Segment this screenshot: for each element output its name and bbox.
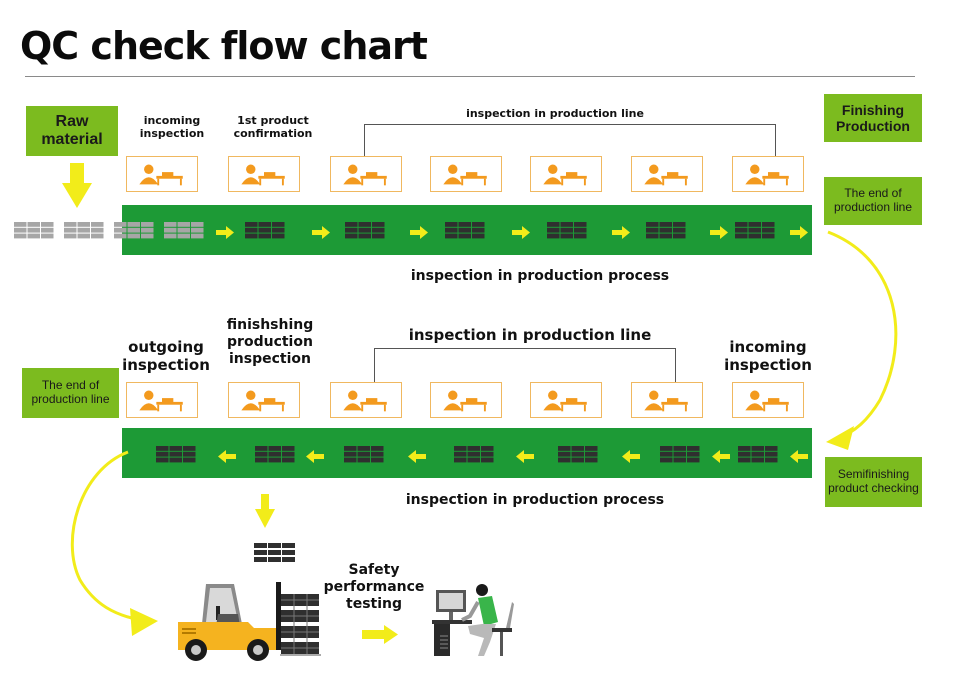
safety-performance-testing-label: Safety performance testing xyxy=(323,562,425,612)
inspection-station xyxy=(228,156,300,192)
top-inspection-in-production-line-label: inspection in production line xyxy=(466,107,644,120)
bottom-production-line-bracket xyxy=(374,348,676,383)
transfer-curve-left-head xyxy=(130,608,158,636)
finishing-production-box: Finishing Production xyxy=(824,94,922,142)
product-stack xyxy=(345,222,385,243)
flow-arrow-left xyxy=(408,448,426,467)
inspector-icon xyxy=(343,390,387,412)
inspection-station xyxy=(530,156,602,192)
inspection-station xyxy=(330,382,402,418)
title-divider xyxy=(25,76,915,77)
inspector-icon xyxy=(139,390,183,412)
flow-arrow-left xyxy=(218,448,236,467)
flow-arrow-left xyxy=(622,448,640,467)
inspection-station xyxy=(631,156,703,192)
raw-material-stack xyxy=(64,222,104,243)
raw-material-box: Raw material xyxy=(26,106,118,156)
raw-material-stack xyxy=(114,222,154,243)
bottom-end-of-production-line-box: The end of production line xyxy=(22,368,119,418)
flow-arrow-right xyxy=(410,224,428,243)
inspection-station xyxy=(732,382,804,418)
product-stack xyxy=(735,222,775,243)
flow-arrow-left xyxy=(712,448,730,467)
inspector-icon xyxy=(543,390,587,412)
inspector-icon xyxy=(443,164,487,186)
inspector-icon xyxy=(343,164,387,186)
inspector-icon xyxy=(644,390,688,412)
product-stack xyxy=(156,446,196,467)
flow-arrow-left xyxy=(516,448,534,467)
bottom-process-label: inspection in production process xyxy=(405,492,665,508)
inspection-station xyxy=(330,156,402,192)
output-product-stack xyxy=(254,543,296,563)
product-stack xyxy=(558,446,598,467)
first-product-confirmation-label: 1st product confirmation xyxy=(233,114,313,141)
inspection-station xyxy=(126,382,198,418)
flow-arrow-right xyxy=(710,224,728,243)
page-title: QC check flow chart xyxy=(20,24,428,68)
inspector-icon xyxy=(241,390,285,412)
raw-material-down-arrow xyxy=(62,163,92,208)
product-stack xyxy=(454,446,494,467)
inspection-station xyxy=(732,156,804,192)
tester-at-computer-icon xyxy=(432,582,517,662)
inspection-station xyxy=(530,382,602,418)
flow-arrow-right xyxy=(512,224,530,243)
safety-testing-arrow xyxy=(362,625,398,644)
inspector-icon xyxy=(443,390,487,412)
inspection-station xyxy=(126,156,198,192)
inspector-icon xyxy=(745,390,789,412)
flow-arrow-right xyxy=(216,224,234,243)
incoming-inspection-label: incoming inspection xyxy=(139,114,205,141)
outgoing-inspection-label: outgoing inspection xyxy=(122,338,210,374)
top-process-label: inspection in production process xyxy=(410,268,670,284)
flow-arrow-left xyxy=(306,448,324,467)
product-stack xyxy=(445,222,485,243)
product-stack xyxy=(660,446,700,467)
semifinishing-product-checking-box: Semifinishing product checking xyxy=(825,457,922,507)
inspection-station xyxy=(430,156,502,192)
product-stack xyxy=(738,446,778,467)
top-production-line-bracket xyxy=(364,124,776,159)
transfer-curve-right xyxy=(827,230,898,440)
inspection-station xyxy=(430,382,502,418)
bottom-incoming-inspection-label: incoming inspection xyxy=(724,338,812,374)
inspector-icon xyxy=(745,164,789,186)
flow-arrow-right xyxy=(312,224,330,243)
raw-material-stack xyxy=(14,222,54,243)
inspector-icon xyxy=(139,164,183,186)
inspector-icon xyxy=(241,164,285,186)
inspector-icon xyxy=(543,164,587,186)
flow-arrow-left xyxy=(790,448,808,467)
product-stack xyxy=(344,446,384,467)
finishing-production-inspection-label: finishshing production inspection xyxy=(226,317,314,367)
inspector-icon xyxy=(644,164,688,186)
flow-arrow-right xyxy=(790,224,808,243)
product-stack xyxy=(646,222,686,243)
output-down-arrow xyxy=(255,494,275,528)
product-stack xyxy=(255,446,295,467)
inspection-station xyxy=(228,382,300,418)
top-end-of-production-line-box: The end of production line xyxy=(824,177,922,225)
raw-material-stack xyxy=(164,222,204,243)
inspection-station xyxy=(631,382,703,418)
product-stack xyxy=(245,222,285,243)
flow-arrow-right xyxy=(612,224,630,243)
product-stack xyxy=(547,222,587,243)
forklift-icon xyxy=(176,580,322,666)
bottom-inspection-in-production-line-label: inspection in production line xyxy=(408,326,652,344)
transfer-curve-right-head xyxy=(826,426,854,450)
